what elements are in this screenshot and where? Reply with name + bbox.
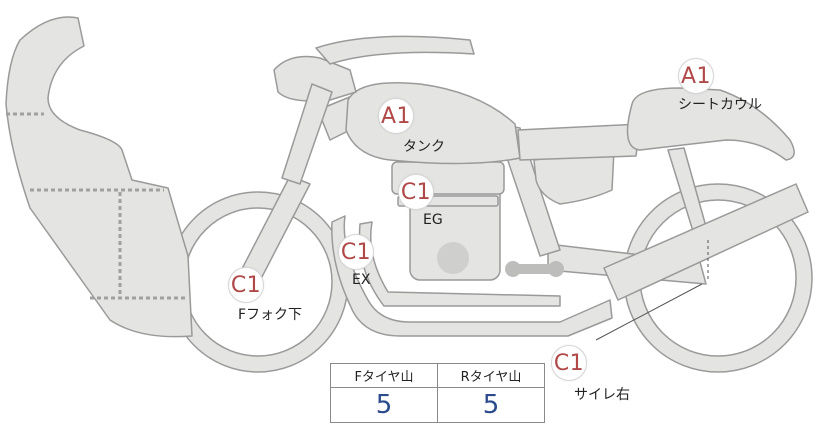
tire-tread-table: Fタイヤ山 Rタイヤ山 5 5 [330, 363, 545, 423]
seat-cowl-shape [626, 87, 795, 161]
rear-subframe [517, 123, 641, 161]
front-tire-header: Fタイヤ山 [330, 363, 438, 388]
grade-badge-muffler: C1 [551, 345, 587, 381]
footpeg [505, 261, 564, 277]
part-label-muffler: サイレ右 [574, 387, 630, 403]
side-cover [533, 149, 615, 205]
part-label-tank: タンク [403, 139, 445, 155]
part-label-front-fork: Fフォク下 [238, 307, 303, 323]
grade-badge-tank: A1 [378, 98, 414, 134]
part-label-exhaust: EX [352, 272, 371, 288]
front-fairing [5, 16, 193, 338]
rear-tire-header: Rタイヤ山 [437, 363, 545, 388]
front-tire-value: 5 [330, 387, 438, 423]
handlebar [315, 35, 475, 65]
grade-badge-exhaust: C1 [338, 234, 374, 270]
part-label-seat-cowl: シートカウル [678, 97, 762, 113]
grade-badge-engine: C1 [398, 174, 434, 210]
part-label-engine: EG [423, 212, 443, 228]
muffler-shape [603, 183, 809, 301]
grade-badge-front-fork: C1 [228, 267, 264, 303]
rear-tire-value: 5 [437, 387, 545, 423]
exhaust-pipe [331, 215, 613, 337]
fork-upper [281, 83, 333, 185]
grade-badge-seat-cowl: A1 [678, 58, 714, 94]
headlight [273, 55, 357, 102]
